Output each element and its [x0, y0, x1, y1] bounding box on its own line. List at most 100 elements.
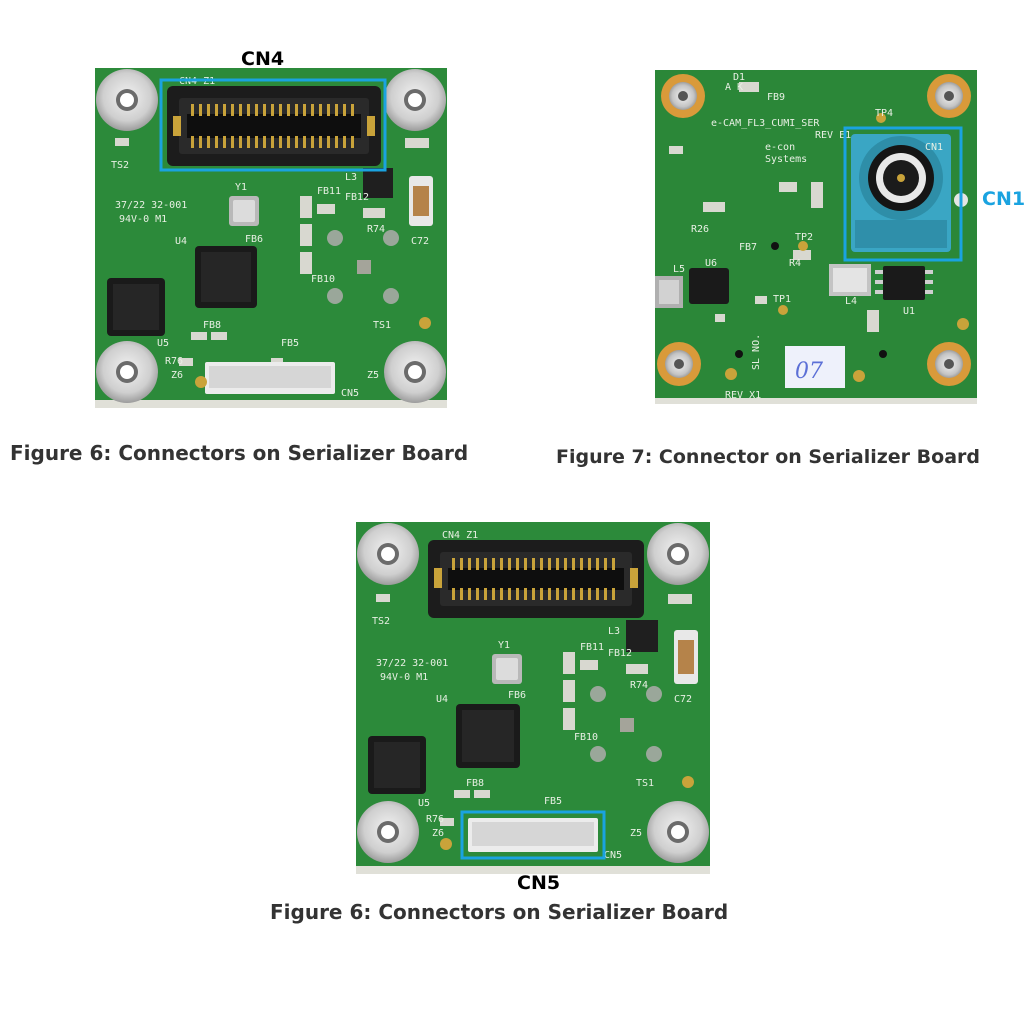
- silk-u6: U6: [705, 258, 717, 269]
- cn5-highlight-box: [460, 810, 606, 860]
- chip-u6: [689, 268, 729, 304]
- capacitor-c72: [674, 630, 698, 684]
- silk-mfg-a: 37/22 32-001: [115, 200, 187, 211]
- figure-6-caption: Figure 6: Connectors on Serializer Board: [10, 441, 469, 465]
- test-points: [725, 113, 969, 382]
- silk-z6: Z6: [171, 370, 183, 381]
- silk-ts1: TS1: [373, 320, 391, 331]
- silk-rev-bottom: REV X1: [725, 390, 761, 401]
- silk-u4: U4: [175, 236, 187, 247]
- silk-y1: Y1: [498, 640, 510, 651]
- silk-l5: L5: [673, 264, 685, 275]
- silk-u1: U1: [903, 306, 915, 317]
- inductor-l3: [363, 168, 393, 198]
- silk-fb5: FB5: [281, 338, 299, 349]
- silk-u5: U5: [157, 338, 169, 349]
- mount-hole: [661, 74, 705, 118]
- passives: [115, 138, 429, 366]
- silk-l3: L3: [345, 172, 357, 183]
- silk-ts2: TS2: [111, 160, 129, 171]
- cn4-callout-label: CN4: [241, 48, 285, 70]
- cn4-connector: [428, 540, 644, 618]
- serial-label-sticker: [785, 346, 845, 388]
- silk-c72: C72: [411, 236, 429, 247]
- silk-fb11: FB11: [317, 186, 341, 197]
- cn4-highlight-box: [159, 78, 387, 172]
- serializer-board-photo-cn4: CN4 Z1 37/22 32-001 94V-0 M1 TS2 Y1 FB11…: [95, 68, 447, 408]
- silk-c72: C72: [674, 694, 692, 705]
- silk-z5: Z5: [630, 828, 642, 839]
- cn1-callout-label: CN1: [982, 188, 1024, 210]
- silk-title: e-CAM_FL3_CUMI_SER: [711, 118, 820, 129]
- figure-6-bottom-caption: Figure 6: Connectors on Serializer Board: [270, 900, 729, 924]
- cn5-connector: [468, 818, 598, 852]
- silk-l4: L4: [845, 296, 857, 307]
- silk-fb9: FB9: [767, 92, 785, 103]
- silk-tp2: TP2: [795, 232, 813, 243]
- silk-cn4: CN4 Z1: [442, 530, 478, 541]
- silk-fb8: FB8: [466, 778, 484, 789]
- chip-u4: [195, 246, 257, 308]
- silk-fb6: FB6: [508, 690, 526, 701]
- silk-fb11: FB11: [580, 642, 604, 653]
- inductor-l4: [829, 264, 871, 296]
- silk-cn5: CN5: [341, 388, 359, 399]
- silk-r76: R76: [165, 356, 183, 367]
- chip-u5: [368, 736, 426, 794]
- standoff: [647, 801, 709, 863]
- silk-fb10: FB10: [574, 732, 598, 743]
- passives: [669, 82, 879, 332]
- chip-u1: [875, 266, 933, 300]
- silk-sl-no: SL NO.: [751, 334, 762, 370]
- silk-z6: Z6: [432, 828, 444, 839]
- silk-r74: R74: [630, 680, 648, 691]
- silk-brand-b: Systems: [765, 154, 807, 165]
- silk-mfg-b: 94V-0 M1: [380, 672, 428, 683]
- silk-r4: R4: [789, 258, 801, 269]
- silk-r74: R74: [367, 224, 385, 235]
- silk-rev: REV E1: [815, 130, 851, 141]
- standoff: [96, 341, 158, 403]
- standoff: [357, 801, 419, 863]
- crystal-y1: [492, 654, 522, 684]
- standoff: [647, 523, 709, 585]
- silk-u5: U5: [418, 798, 430, 809]
- silk-r76: R76: [426, 814, 444, 825]
- silk-mfg-a: 37/22 32-001: [376, 658, 448, 669]
- serializer-board-photo-cn1: D1 A K FB9 e-CAM_FL3_CUMI_SER REV E1 e-c…: [655, 70, 977, 404]
- mount-hole: [657, 342, 701, 386]
- silk-fb8: FB8: [203, 320, 221, 331]
- standoff: [96, 69, 158, 131]
- mount-hole: [927, 342, 971, 386]
- cn4-connector: [167, 86, 381, 166]
- capacitor-c72: [409, 176, 433, 226]
- vias: [735, 242, 887, 358]
- silk-tp1: TP1: [773, 294, 791, 305]
- silk-ak: A K: [725, 82, 743, 93]
- standoff: [384, 341, 446, 403]
- silk-cn1: CN1: [925, 142, 943, 153]
- silk-fb7: FB7: [739, 242, 757, 253]
- silk-mfg-b: 94V-0 M1: [119, 214, 167, 225]
- silk-fb5: FB5: [544, 796, 562, 807]
- test-pads: [590, 686, 662, 762]
- handwritten-serial: 07: [795, 359, 823, 384]
- standoff: [357, 523, 419, 585]
- cn5-connector: [205, 362, 335, 394]
- silk-cn5: CN5: [604, 850, 622, 861]
- silk-tp4: TP4: [875, 108, 893, 119]
- silk-ts1: TS1: [636, 778, 654, 789]
- silk-fb12: FB12: [608, 648, 632, 659]
- silk-ts2: TS2: [372, 616, 390, 627]
- cn1-highlight-box: [843, 126, 963, 262]
- test-pads: [327, 230, 399, 304]
- crystal-y1: [229, 196, 259, 226]
- silk-fb10: FB10: [311, 274, 335, 285]
- standoff: [384, 69, 446, 131]
- silk-u4: U4: [436, 694, 448, 705]
- passives: [376, 594, 692, 826]
- cn5-callout-label: CN5: [517, 872, 561, 894]
- mount-hole: [927, 74, 971, 118]
- silk-brand-a: e-con: [765, 142, 795, 153]
- silk-y1: Y1: [235, 182, 247, 193]
